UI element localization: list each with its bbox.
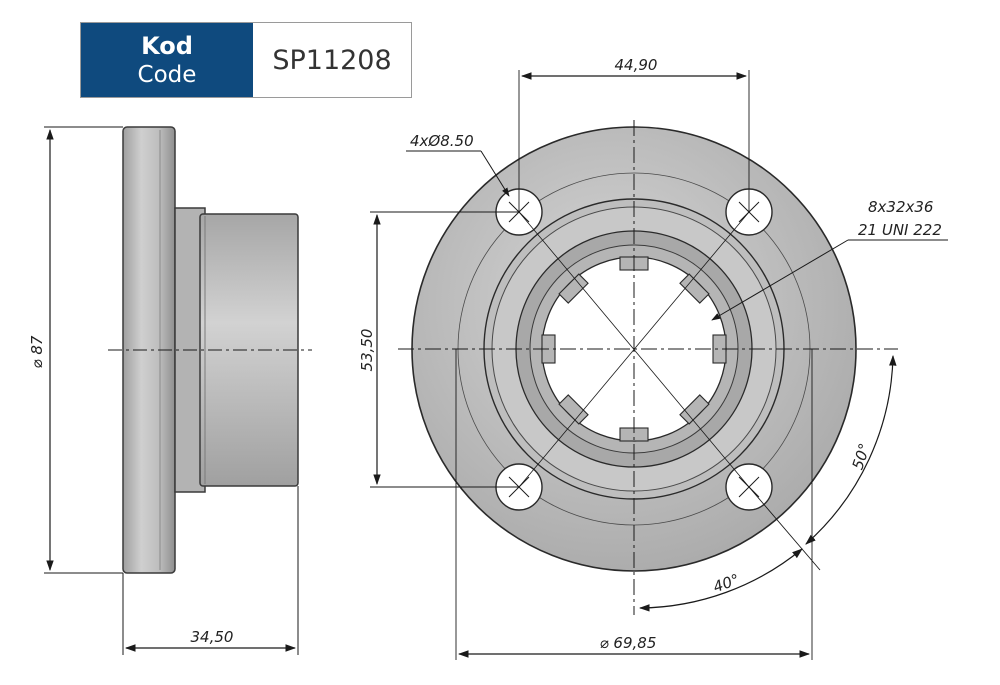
code-label: Kod Code (81, 23, 253, 97)
spline-leader (711, 239, 849, 321)
code-label-primary: Kod (141, 31, 193, 60)
dim-spline-spec-1: 8x32x36 (868, 198, 933, 216)
code-box: Kod Code SP11208 (80, 22, 412, 98)
dim-hole-spec: 4xØ8.50 (410, 132, 474, 150)
code-label-secondary: Code (137, 61, 197, 88)
dim-angle-1: 50° (849, 441, 874, 472)
dim-outer-diameter: ⌀ 87 (28, 335, 46, 368)
side-hub (199, 213, 299, 487)
angle-arc-40 (638, 548, 803, 612)
side-view: ⌀ 87 34,50 (28, 126, 312, 655)
front-view: 44,90 4xØ8.50 8x32x36 21 UNI 222 53,50 ⌀… (358, 56, 948, 660)
dim-hole-spacing-vertical: 53,50 (358, 329, 376, 372)
product-code: SP11208 (272, 44, 392, 76)
dim-spline-spec-2: 21 UNI 222 (858, 221, 942, 239)
dim-hole-spacing-horizontal: 44,90 (615, 56, 658, 74)
hole-leader (480, 150, 510, 197)
angle-arc-50 (805, 354, 897, 545)
dim-length: 34,50 (191, 628, 234, 646)
dim-angle-2: 40° (711, 570, 742, 596)
dim-bolt-circle-diameter: ⌀ 69,85 (600, 634, 657, 652)
angle-ext-line (748, 486, 821, 571)
